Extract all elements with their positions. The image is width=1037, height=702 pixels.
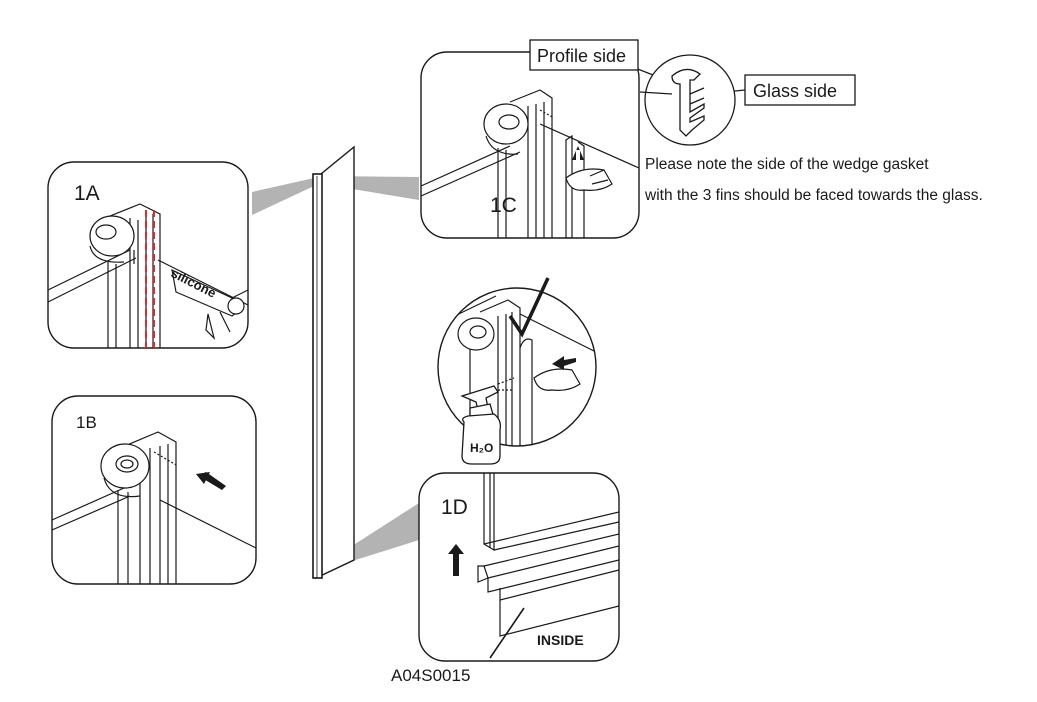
glass-panel [312,145,355,580]
glass-edge-profile [312,173,323,579]
profile-side-label: Profile side [537,46,626,66]
arrow-left-icon [196,472,226,490]
panel-1d-label: 1D [441,496,468,519]
panel-1d: 1D INSIDE [418,472,620,662]
note-line-1: Please note the side of the wedge gasket [645,156,929,173]
beam-to-1a [252,178,314,215]
panel-1c: 1C [420,51,640,239]
arrow-up-icon [572,146,584,160]
spray-bottle-icon [460,377,515,465]
arrow-left-icon [552,356,576,370]
part-code: A04S0015 [391,666,470,685]
profile-side-callout: Profile side [529,39,639,71]
arrow-up-icon [448,544,464,576]
inside-pointer [489,607,525,659]
inside-label: INSIDE [537,632,584,648]
spray-detail: H₂O [437,277,597,465]
glass-side-callout: Glass side [744,74,856,106]
h2o-label: H₂O [470,441,493,455]
panel-1b-label: 1B [76,413,97,432]
gasket-profile-shape [671,68,705,137]
note-line-2: with the 3 fins should be faced towards … [644,187,983,204]
panel-1b: 1B [51,395,257,585]
panel-1c-label: 1C [490,194,517,217]
glass-side-label: Glass side [753,81,837,101]
gasket-detail [629,54,746,146]
panel-1a: 1A silicone [47,161,249,349]
checkmark-icon [508,277,550,338]
panel-1a-label: 1A [74,182,100,205]
